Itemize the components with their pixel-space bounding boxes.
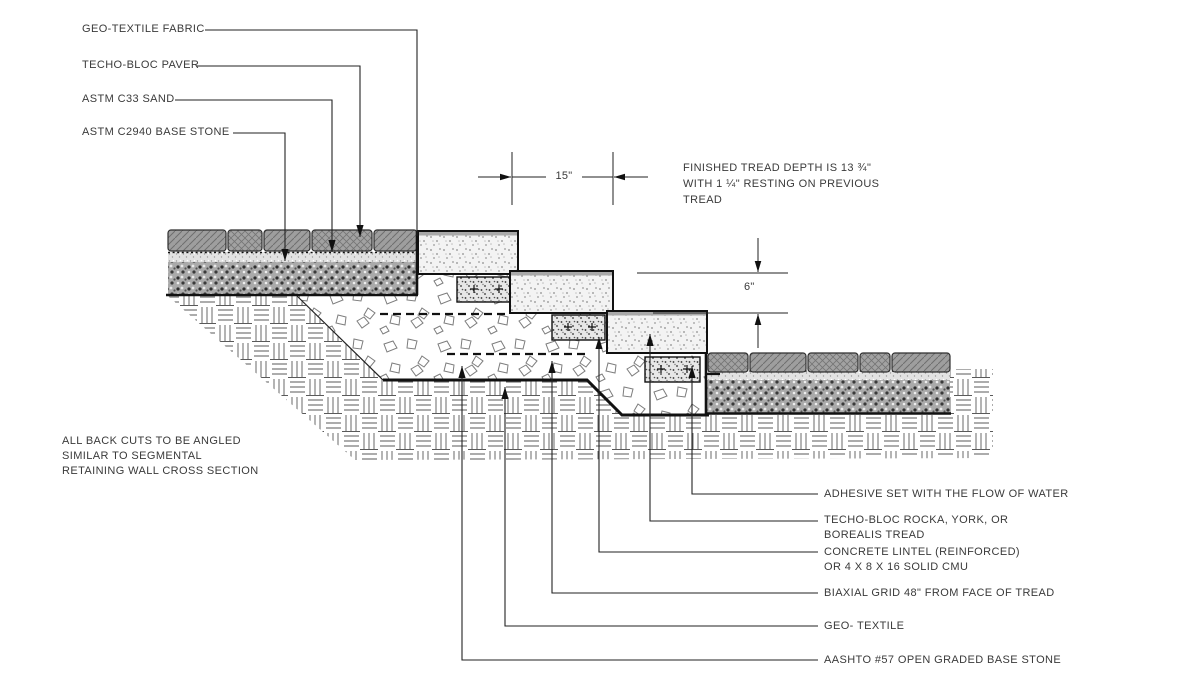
leader-techo-bloc-paver (196, 65, 364, 237)
leader-concrete-lintel (595, 337, 818, 553)
upper-terrace (166, 229, 419, 297)
base-stone-layer-lower (707, 380, 950, 413)
back-cut-note: ALL BACK CUTS TO BE ANGLED SIMILAR TO SE… (62, 435, 259, 477)
callout-astm-c33-sand: ASTM C33 SAND (82, 93, 175, 105)
soil-subgrade-hatch (168, 296, 993, 460)
paver-row-upper (167, 229, 418, 252)
lower-terrace (704, 352, 951, 415)
back-cut-line (295, 294, 384, 381)
leader-geo-textile (501, 387, 818, 627)
callout-adhesive: ADHESIVE SET WITH THE FLOW OF WATER (824, 488, 1069, 500)
leader-astm-c2940-base-stone (233, 132, 289, 261)
callout-biaxial-grid: BIAXIAL GRID 48" FROM FACE OF TREAD (824, 587, 1055, 599)
leader-biaxial-grid (548, 361, 818, 594)
callout-geo-textile: GEO- TEXTILE (824, 620, 905, 632)
sand-layer-upper (168, 252, 417, 262)
geo-textile-line (383, 378, 709, 417)
sand-layer-lower (708, 371, 950, 380)
callout-astm-c2940-base-stone: ASTM C2940 BASE STONE (82, 126, 230, 138)
lintel-1 (456, 276, 513, 303)
leader-astm-c33-sand (175, 99, 336, 252)
leader-aashto-57 (458, 366, 818, 661)
tread-1 (417, 230, 519, 275)
tread-3 (606, 310, 708, 354)
dim-text-6in: 6" (742, 281, 757, 293)
callout-rocka-tread: TECHO-BLOC ROCKA, YORK, OR BOREALIS TREA… (824, 514, 1009, 541)
dim-text-15in: 15" (546, 170, 582, 182)
dimension-6in (637, 238, 788, 348)
callout-aashto-57: AASHTO #57 OPEN GRADED BASE STONE (824, 654, 1062, 666)
callout-concrete-lintel: CONCRETE LINTEL (REINFORCED) OR 4 X 8 X … (824, 546, 1020, 573)
callout-techo-bloc-paver: TECHO-BLOC PAVER (82, 59, 200, 71)
tread-2 (509, 270, 614, 314)
callout-geo-textile-fabric: GEO-TEXTILE FABRIC (82, 23, 205, 35)
leader-rocka-tread (646, 334, 818, 522)
lintel-2 (551, 314, 606, 341)
finished-tread-note: FINISHED TREAD DEPTH IS 13 ¾" WITH 1 ¼" … (683, 162, 880, 206)
leader-adhesive (688, 366, 818, 495)
leader-geo-textile-fabric (205, 29, 418, 236)
base-stone-layer-upper (168, 262, 417, 295)
paver-row-lower (707, 352, 951, 373)
